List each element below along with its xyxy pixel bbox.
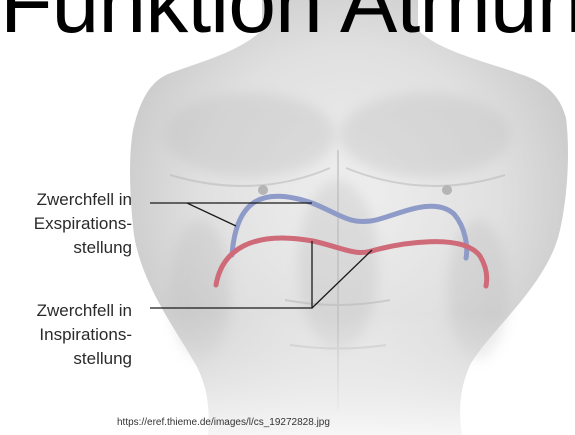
inspiration-label-line-2: Inspirations-	[37, 323, 132, 347]
slide-title: Funktion Atmung	[0, 0, 575, 46]
expiration-label: Zwerchfell in Exspirations- stellung	[34, 188, 132, 260]
expiration-label-line-2: Exspirations-	[34, 212, 132, 236]
inspiration-label: Zwerchfell in Inspirations- stellung	[37, 299, 132, 371]
expiration-label-line-3: stellung	[34, 236, 132, 260]
expiration-label-line-1: Zwerchfell in	[34, 188, 132, 212]
inspiration-label-line-3: stellung	[37, 347, 132, 371]
source-url: https://eref.thieme.de/images/l/cs_19272…	[117, 417, 330, 428]
inspiration-label-line-1: Zwerchfell in	[37, 299, 132, 323]
